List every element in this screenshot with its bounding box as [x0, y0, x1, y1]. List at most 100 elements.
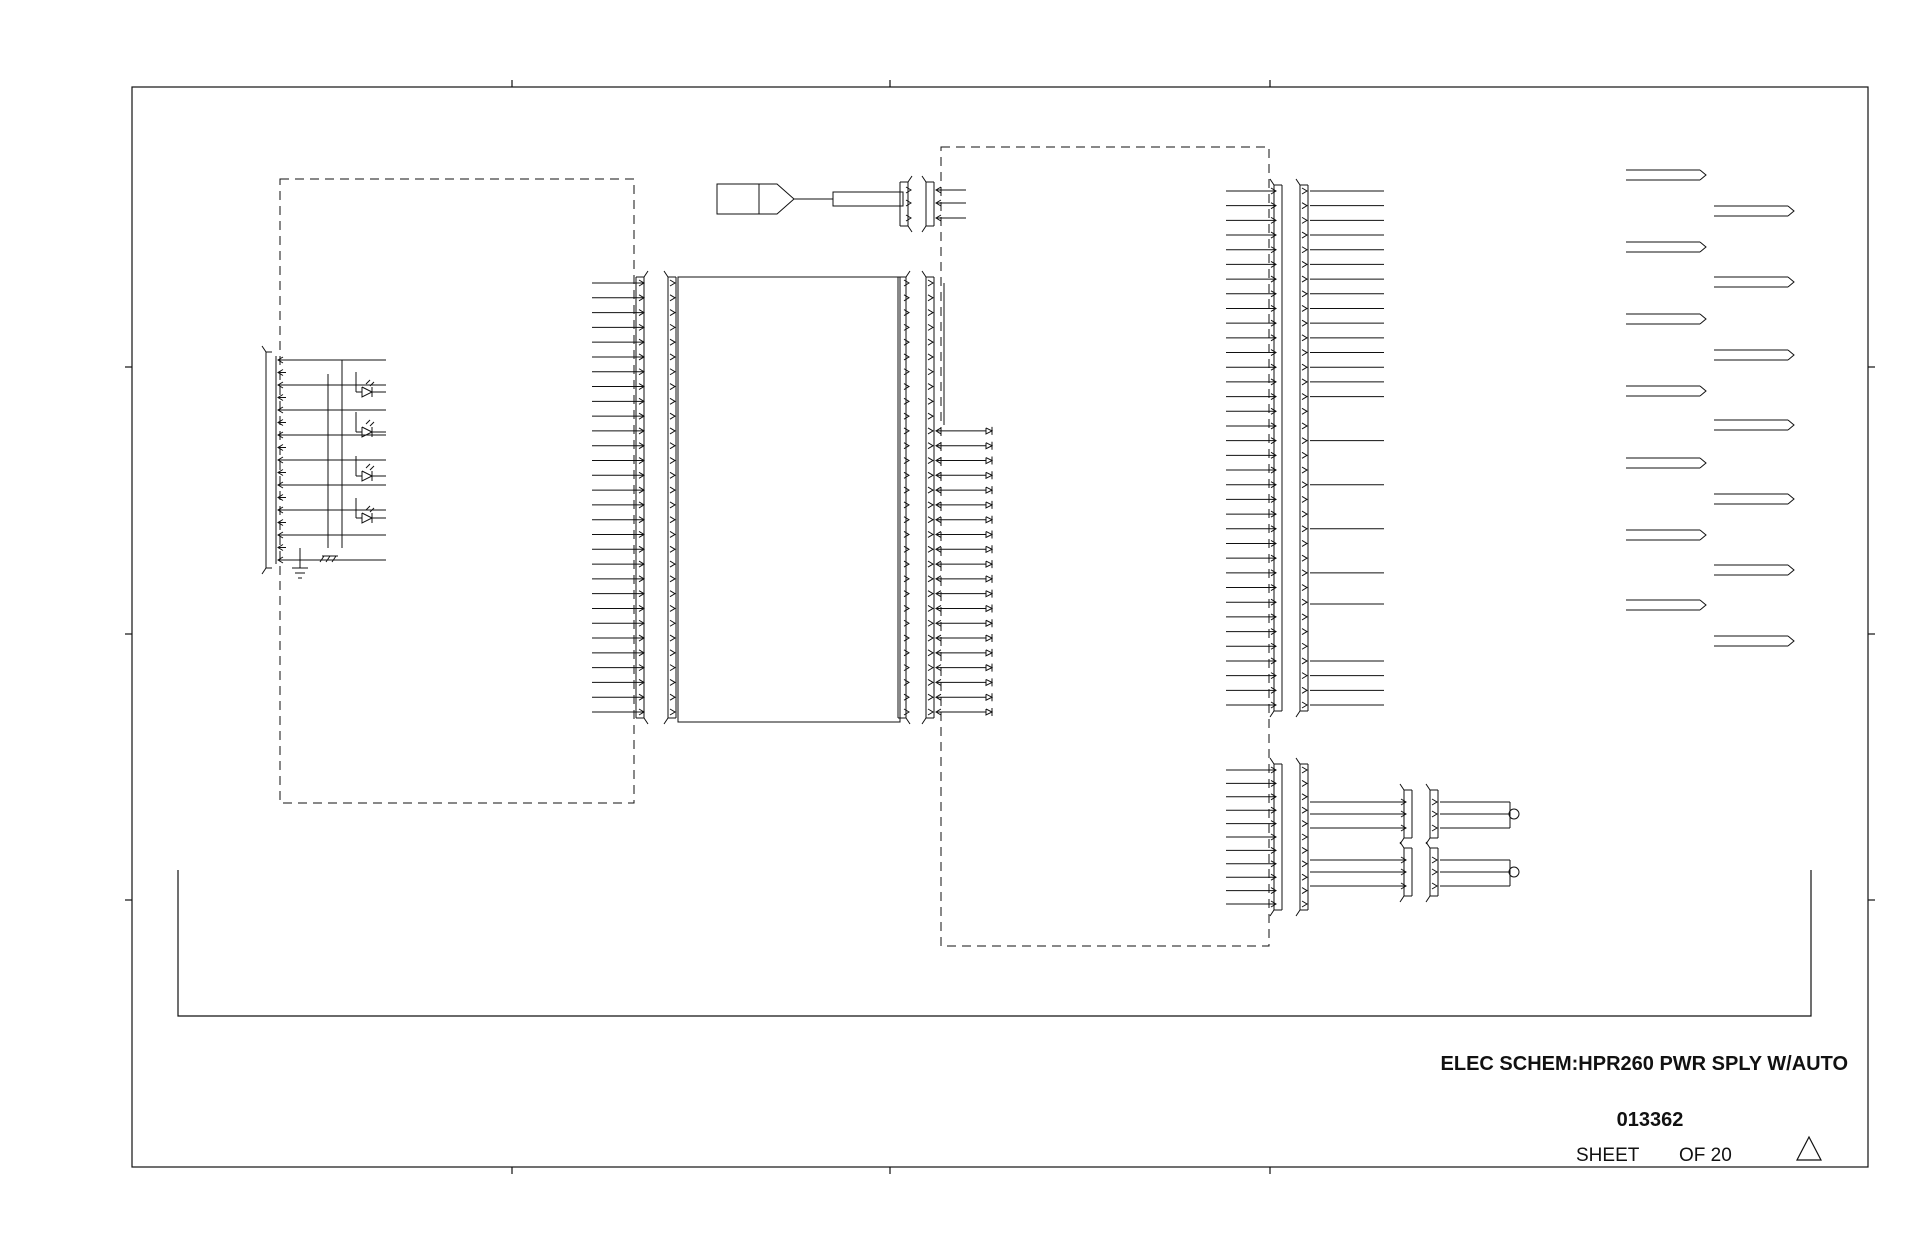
pin-socket: [1301, 554, 1308, 562]
cable-sleeve: [832, 191, 904, 207]
pin-socket: [903, 368, 910, 376]
pin-arrow: [1270, 495, 1277, 503]
main-board-block: [592, 270, 994, 725]
pin-socket: [927, 560, 934, 568]
pin-arrow: [638, 634, 645, 642]
pin-arrow: [1400, 856, 1407, 864]
pin-socket: [927, 442, 934, 450]
pin-arrow: [1270, 510, 1277, 518]
pin-socket: [927, 531, 934, 538]
connector-body: [636, 717, 649, 725]
chassis-ground-icon: [325, 555, 331, 563]
pin-socket: [669, 368, 676, 376]
test-point-icon: [1508, 866, 1520, 878]
pin-socket: [1431, 810, 1438, 818]
pin-socket: [927, 634, 934, 642]
pin-arrow: [638, 338, 645, 346]
pin-arrow: [1400, 824, 1407, 832]
pin-socket: [1301, 334, 1308, 342]
pin-arrow: [1270, 393, 1277, 401]
pin-arrow: [935, 693, 942, 701]
pin-socket: [669, 590, 676, 598]
pin-arrow: [1270, 202, 1277, 210]
connector-body: [1399, 895, 1412, 903]
pin-socket: [1301, 319, 1308, 327]
pin-socket: [1431, 798, 1438, 806]
pin-arrow: [935, 678, 942, 686]
pin-socket: [1301, 779, 1308, 787]
chassis-ground-icon: [319, 555, 325, 563]
pin-socket: [1301, 202, 1308, 210]
led-icon: [985, 516, 994, 524]
pin-arrow: [1270, 642, 1277, 650]
pin-socket: [669, 412, 676, 420]
connector-body: [1295, 757, 1308, 765]
pin-arrow: [638, 412, 645, 420]
pin-arrow: [638, 457, 645, 464]
pin-socket: [927, 427, 934, 435]
pin-socket: [1301, 820, 1308, 828]
pin-socket: [1301, 672, 1308, 680]
pin-arrow: [935, 634, 942, 642]
pin-arrow: [935, 442, 942, 450]
offsheet-connector-icon: [1699, 241, 1707, 253]
pin-arrow: [935, 605, 942, 612]
pin-arrow: [1270, 820, 1277, 828]
pin-arrow: [1270, 246, 1277, 254]
center-module-boundary: [940, 146, 1270, 947]
pin-socket: [1301, 407, 1308, 415]
pin-socket: [927, 516, 934, 524]
led-icon: [985, 678, 994, 687]
pin-arrow: [1270, 540, 1277, 547]
led-icon: [985, 501, 994, 509]
connector-body: [261, 567, 267, 575]
pin-socket: [1301, 495, 1308, 503]
pin-arrow: [638, 678, 645, 686]
connector-body: [1269, 710, 1282, 718]
cable-plug-body: [716, 183, 760, 215]
pin-arrow: [638, 708, 645, 716]
pin-socket: [1301, 686, 1308, 694]
pin-arrow: [638, 309, 645, 317]
led-icon: [985, 708, 994, 716]
connector-body: [1295, 909, 1308, 917]
pin-socket: [927, 397, 934, 405]
led-icon: [985, 486, 994, 494]
right-connector-group: [1226, 178, 1384, 718]
pin-socket: [903, 516, 910, 524]
pin-socket: [927, 323, 934, 331]
pin-socket: [905, 186, 912, 194]
pin-socket: [927, 545, 934, 553]
pin-socket: [1301, 642, 1308, 650]
pin-socket: [1301, 793, 1308, 801]
pin-socket: [927, 590, 934, 598]
pin-socket: [927, 619, 934, 627]
pin-arrow: [1270, 275, 1277, 283]
left-connector-group: [261, 345, 386, 579]
pin-arrow: [1270, 628, 1277, 636]
pin-socket: [669, 634, 676, 642]
connector-body: [921, 717, 934, 725]
led-icon: [985, 560, 994, 568]
pin-socket: [903, 693, 910, 701]
pin-socket: [1301, 525, 1308, 533]
led-icon: [369, 381, 375, 387]
pin-arrow: [638, 442, 645, 450]
connector-body: [1399, 783, 1412, 791]
pin-socket: [1301, 860, 1308, 868]
pin-socket: [903, 678, 910, 686]
pin-socket: [669, 678, 676, 686]
connector-body: [1425, 837, 1438, 845]
pin-socket: [1301, 451, 1308, 459]
led-icon: [985, 457, 994, 465]
pin-socket: [1301, 246, 1308, 254]
offsheet-connector-icon: [1699, 529, 1707, 541]
led-icon: [985, 427, 994, 435]
led-icon: [361, 426, 374, 438]
offsheet-connector-icon: [1699, 313, 1707, 325]
pin-arrow: [1400, 868, 1407, 876]
pin-arrow: [1270, 187, 1277, 195]
pin-socket: [903, 353, 910, 361]
connector-body: [636, 270, 649, 278]
pin-socket: [669, 338, 676, 346]
